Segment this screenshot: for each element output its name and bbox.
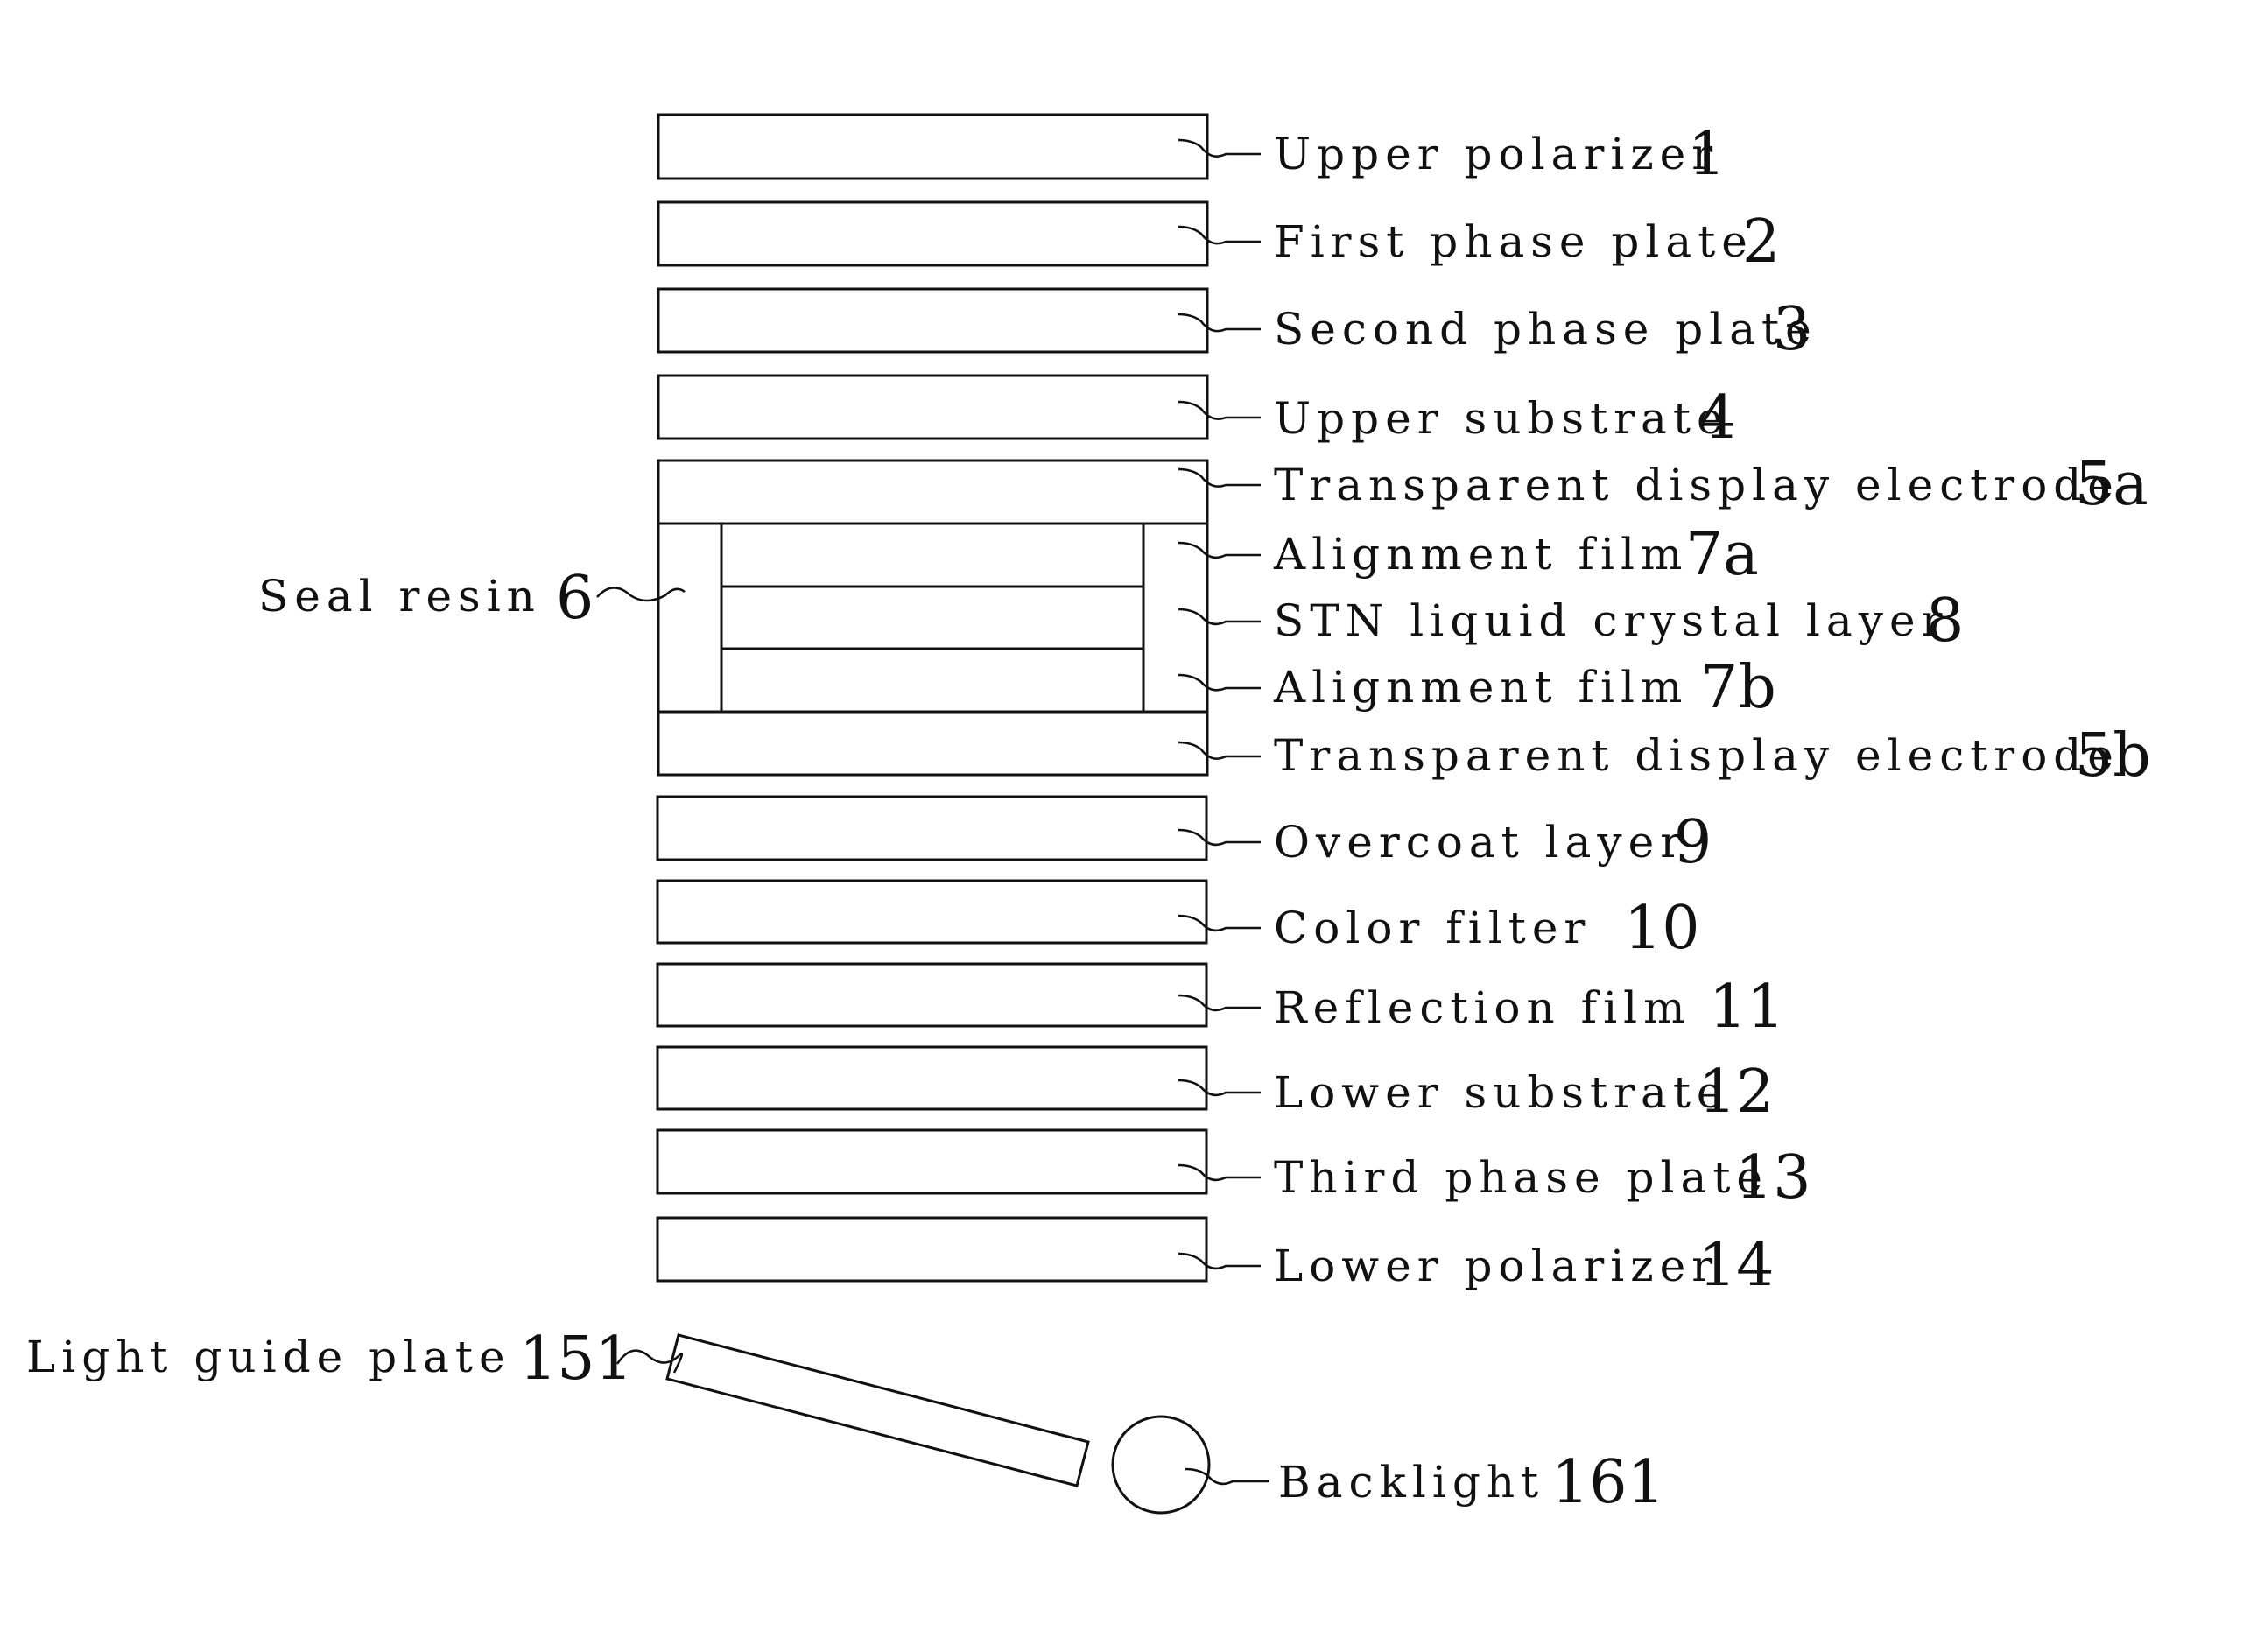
- seal-resin-callout: Seal resin 6: [258, 564, 685, 633]
- layer-plate: [657, 881, 1206, 943]
- light-guide-plate: Light guide plate 151: [26, 1325, 1088, 1486]
- layer-label: Lower substrate: [1274, 1067, 1729, 1118]
- layer-plate: [658, 376, 1207, 439]
- layer-label: First phase plate: [1274, 216, 1754, 267]
- layer-plate: [657, 1130, 1206, 1193]
- layer-upper-polarizer: Upper polarizer 1: [658, 115, 1726, 189]
- seal-resin-label: Seal resin: [258, 571, 541, 622]
- layer-third-phase-plate: Third phase plate 13: [657, 1130, 1811, 1213]
- layer-number: 7a: [1685, 520, 1759, 589]
- layer-lower-substrate: Lower substrate 12: [657, 1047, 1775, 1127]
- seal-resin-number: 6: [556, 564, 594, 633]
- layer-plate: [657, 797, 1206, 860]
- layer-number: 14: [1698, 1231, 1775, 1300]
- layer-number: 2: [1742, 207, 1780, 277]
- layer-label: Transparent display electrode: [1274, 460, 2120, 510]
- layer-plate: [658, 289, 1207, 352]
- layer-label: Upper polarizer: [1274, 129, 1719, 179]
- layer-reflection-film: Reflection film 11: [657, 964, 1785, 1042]
- layer-number: 5a: [2075, 450, 2148, 519]
- layer-number: 7b: [1700, 653, 1776, 722]
- light-guide-label: Light guide plate: [26, 1332, 511, 1382]
- layer-label: Upper substrate: [1274, 393, 1729, 444]
- electrode-5a-plate: [658, 460, 1207, 524]
- layer-plate: [657, 964, 1206, 1026]
- layer-number: 13: [1735, 1143, 1811, 1213]
- layer-color-filter: Color filter 10: [657, 881, 1700, 963]
- layer-number: 4: [1698, 383, 1736, 453]
- light-guide-number: 151: [519, 1325, 633, 1394]
- layer-number: 8: [1926, 587, 1964, 656]
- electrode-5b-plate: [658, 712, 1207, 775]
- layer-first-phase-plate: First phase plate 2: [658, 202, 1780, 277]
- backlight: Backlight 161: [1113, 1417, 1665, 1517]
- layer-label: Alignment film: [1273, 662, 1688, 713]
- layer-number: 5b: [2075, 721, 2151, 791]
- layer-label: Alignment film: [1273, 529, 1688, 580]
- backlight-number: 161: [1551, 1448, 1665, 1517]
- cell-body: [658, 524, 1207, 712]
- layer-transparent-electrode-5a: Transparent display electrode 5a: [1178, 450, 2148, 519]
- layer-plate: [657, 1047, 1206, 1109]
- layer-plate: [657, 1218, 1206, 1281]
- layer-number: 1: [1688, 120, 1726, 189]
- layer-alignment-film-7a: Alignment film 7a: [1178, 520, 1759, 589]
- lc-cell: [658, 460, 1207, 775]
- layer-second-phase-plate: Second phase plate 3: [658, 289, 1818, 364]
- layer-number: 3: [1773, 295, 1811, 364]
- layer-label: Color filter: [1274, 903, 1591, 953]
- layer-overcoat: Overcoat layer 9: [657, 797, 1712, 877]
- layer-label: STN liquid crystal layer: [1274, 595, 1948, 646]
- backlight-circle: [1113, 1417, 1209, 1513]
- layer-label: Overcoat layer: [1274, 817, 1687, 868]
- layer-label: Reflection film: [1274, 982, 1691, 1033]
- layer-plate: [658, 202, 1207, 265]
- layer-stn-liquid-crystal: STN liquid crystal layer 8: [1178, 587, 1964, 656]
- layer-upper-substrate: Upper substrate 4: [658, 376, 1736, 453]
- layer-plate: [658, 115, 1207, 179]
- layer-label: Second phase plate: [1274, 304, 1818, 355]
- backlight-label: Backlight: [1278, 1457, 1544, 1508]
- layer-label: Third phase plate: [1274, 1152, 1768, 1203]
- light-guide-plate-shape: [667, 1335, 1088, 1486]
- layer-lower-polarizer: Lower polarizer 14: [657, 1218, 1775, 1300]
- layer-number: 11: [1709, 973, 1785, 1042]
- layer-label: Lower polarizer: [1274, 1241, 1719, 1291]
- seal-resin-left: [658, 524, 721, 712]
- layer-transparent-electrode-5b: Transparent display electrode 5b: [1178, 721, 2151, 791]
- layer-number: 10: [1624, 894, 1700, 963]
- layer-number: 9: [1674, 808, 1712, 877]
- layer-label: Transparent display electrode: [1274, 730, 2120, 781]
- seal-resin-right: [1143, 524, 1207, 712]
- layer-number: 12: [1698, 1058, 1775, 1127]
- layer-alignment-film-7b: Alignment film 7b: [1178, 653, 1776, 722]
